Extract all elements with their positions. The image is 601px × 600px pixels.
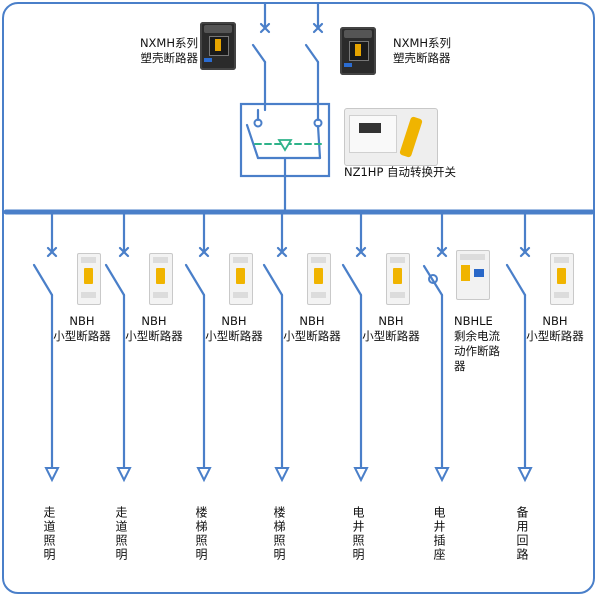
mcb-image-5: [386, 253, 410, 305]
branch-3-load-label: 楼梯照明: [194, 506, 208, 562]
mcb-image-7: [550, 253, 574, 305]
branch-2-load-arrow: [116, 467, 132, 483]
branch-6-device-label-3: 动作断路: [454, 344, 500, 358]
branch-6-device-label-2: 剩余电流: [454, 329, 500, 343]
mccb-left-label-line2: 塑壳断路器: [140, 51, 199, 65]
branch-1-device-label-2: 小型断路器: [53, 329, 111, 343]
branch-2-load-label: 走道照明: [114, 506, 128, 562]
branch-7-device-label-1: NBH: [542, 314, 568, 328]
feeder-2-switch-blade: [304, 43, 320, 64]
mcb-image-2: [149, 253, 173, 305]
ats-interlock-symbol: [277, 139, 293, 152]
branch-4-switch-blade: [262, 263, 284, 297]
branch-5-load-arrow: [353, 467, 369, 483]
branch-5-device-label-2: 小型断路器: [362, 329, 420, 343]
mcb-image-1: [77, 253, 101, 305]
mccb-right-label-line2: 塑壳断路器: [393, 51, 451, 65]
branch-1-breaker-mark: [46, 246, 58, 258]
branch-4-device-label-2: 小型断路器: [283, 329, 341, 343]
branch-5-breaker-mark: [355, 246, 367, 258]
branch-6-device-label-1: NBHLE: [454, 314, 493, 328]
ats-label: NZ1HP 自动转换开关: [344, 165, 457, 179]
branch-6-load-arrow: [434, 467, 450, 483]
branch-2-device-label-1: NBH: [141, 314, 167, 328]
branch-6-device-label-4: 器: [454, 359, 466, 373]
diagram-frame: [2, 2, 595, 594]
mccb-right-image: [340, 27, 376, 75]
branch-7-breaker-mark: [519, 246, 531, 258]
branch-1-load-label: 走道照明: [42, 506, 56, 562]
mccb-left-image: [200, 22, 236, 70]
branch-4-device-label-1: NBH: [299, 314, 325, 328]
feeder-2-breaker-mark: [312, 22, 324, 34]
branch-4-load-label: 楼梯照明: [272, 506, 286, 562]
ats-blade-left: [245, 123, 260, 160]
mccb-right-label-line1: NXMH系列: [393, 36, 452, 50]
ats-blade-right: [316, 124, 322, 160]
branch-2-switch-blade: [104, 263, 126, 297]
branch-5-device-label-1: NBH: [378, 314, 404, 328]
branch-3-switch-blade: [184, 263, 206, 297]
branch-2-device-label-2: 小型断路器: [125, 329, 183, 343]
branch-5-load-label: 电井照明: [351, 506, 365, 562]
branch-6-breaker-mark: [436, 246, 448, 258]
branch-3-device-label-1: NBH: [221, 314, 247, 328]
branch-4-load-arrow: [274, 467, 290, 483]
branch-3-device-label-2: 小型断路器: [205, 329, 263, 343]
feeder-1-breaker-mark: [259, 22, 271, 34]
rcbo-image-6: [456, 250, 490, 300]
mcb-image-4: [307, 253, 331, 305]
branch-3-load-arrow: [196, 467, 212, 483]
branch-2-breaker-mark: [118, 246, 130, 258]
feeder-1-switch-blade: [251, 43, 267, 64]
branch-7-load-label: 备用回路: [515, 506, 529, 562]
branch-6-load-label: 电井插座: [432, 506, 446, 562]
mcb-image-3: [229, 253, 253, 305]
ats-image: [344, 108, 438, 166]
branch-1-switch-blade: [32, 263, 54, 297]
branch-1-device-label-1: NBH: [69, 314, 95, 328]
branch-1-load-arrow: [44, 467, 60, 483]
branch-7-device-label-2: 小型断路器: [526, 329, 584, 343]
branch-7-switch-blade: [505, 263, 527, 297]
branch-6-switch-blade: [422, 264, 444, 297]
branch-4-breaker-mark: [276, 246, 288, 258]
mccb-left-label-line1: NXMH系列: [139, 36, 198, 50]
branch-7-load-arrow: [517, 467, 533, 483]
branch-5-switch-blade: [341, 263, 363, 297]
branch-3-breaker-mark: [198, 246, 210, 258]
